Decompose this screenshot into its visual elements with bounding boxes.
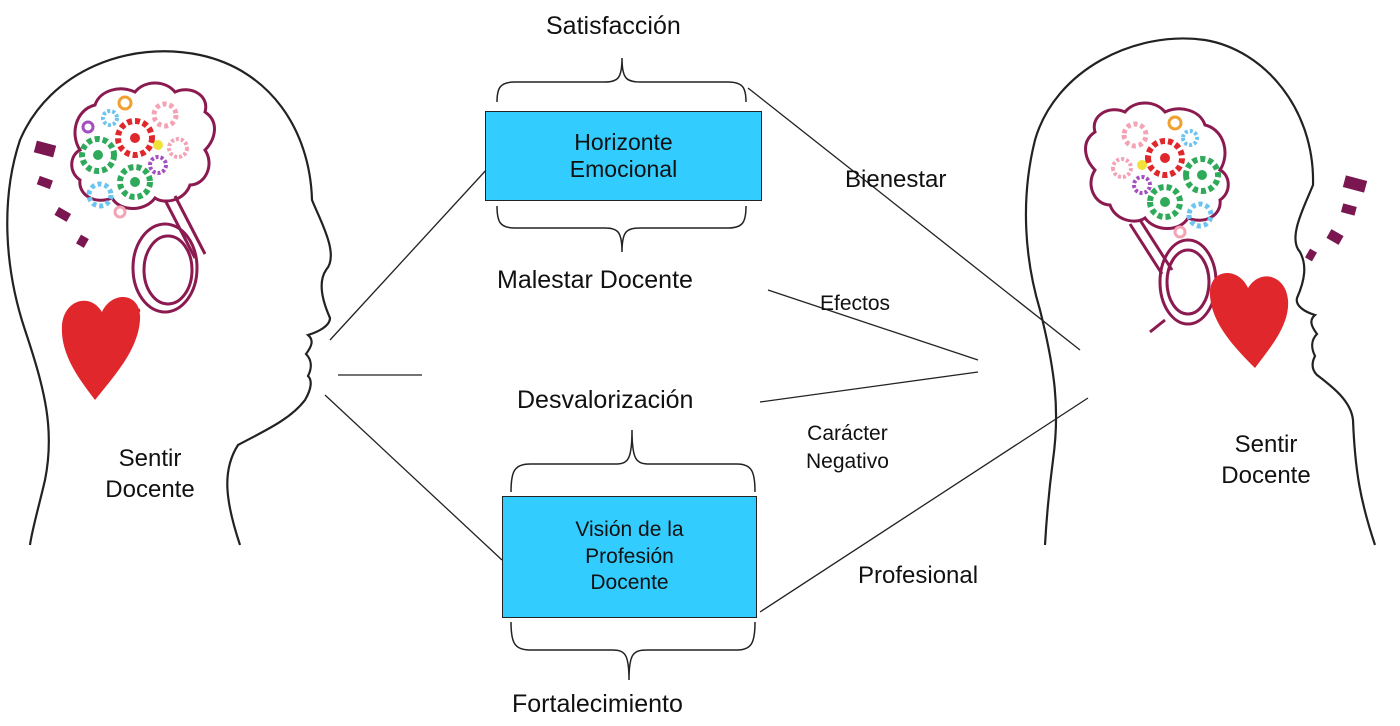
radiating-dash-icon — [33, 140, 89, 248]
horizonte-line1: Horizonte — [574, 129, 673, 155]
negativo-line: Negativo — [806, 450, 889, 474]
head-silhouette-icon — [1024, 37, 1377, 546]
radiating-dash-icon — [1305, 175, 1368, 262]
right-head — [1024, 37, 1377, 546]
vision-line1: Visión de la — [575, 517, 684, 541]
brace-fortalecimiento — [510, 621, 756, 681]
caracter-line: Carácter — [807, 422, 888, 445]
left-head-line1: Sentir — [118, 445, 182, 472]
left-head — [6, 50, 332, 546]
label-bienestar: Bienestar — [845, 166, 947, 193]
label-fortalecimiento: Fortalecimiento — [512, 690, 683, 718]
label-caracter-negativo: Carácter Negativo — [806, 420, 889, 477]
gear-icon — [1111, 115, 1221, 239]
left-head-line2: Docente — [105, 476, 195, 504]
brace-malestar — [496, 205, 747, 253]
vision-profesion-box: Visión de la Profesión Docente — [502, 496, 757, 618]
brace-desvalorizacion — [510, 429, 756, 493]
vision-line3: Docente — [590, 571, 669, 595]
brain-icon — [1084, 101, 1230, 230]
label-efectos: Efectos — [820, 292, 891, 315]
head-silhouette-icon — [6, 50, 332, 546]
heart-icon — [1209, 273, 1289, 368]
brace-satisfaccion — [496, 57, 747, 103]
horizonte-line2: Emocional — [569, 156, 678, 182]
label-malestar-docente: Malestar Docente — [497, 266, 693, 294]
horizonte-emocional-box: Horizonte Emocional — [485, 111, 762, 201]
spring-coil-icon — [1128, 219, 1218, 334]
label-profesional: Profesional — [858, 562, 979, 589]
right-head-line1: Sentir — [1234, 431, 1298, 458]
label-satisfaccion: Satisfacción — [546, 12, 681, 40]
label-desvalorizacion: Desvalorización — [517, 386, 694, 414]
spring-coil-icon — [119, 195, 207, 317]
left-head-caption: Sentir Docente — [80, 443, 220, 505]
brain-icon — [70, 81, 216, 210]
heart-icon — [61, 297, 141, 400]
right-head-caption: Sentir Docente — [1196, 429, 1336, 491]
right-head-line2: Docente — [1221, 462, 1311, 490]
vision-line2: Profesión — [585, 544, 674, 568]
connector-lines — [324, 87, 1089, 613]
gear-icon — [79, 95, 189, 219]
